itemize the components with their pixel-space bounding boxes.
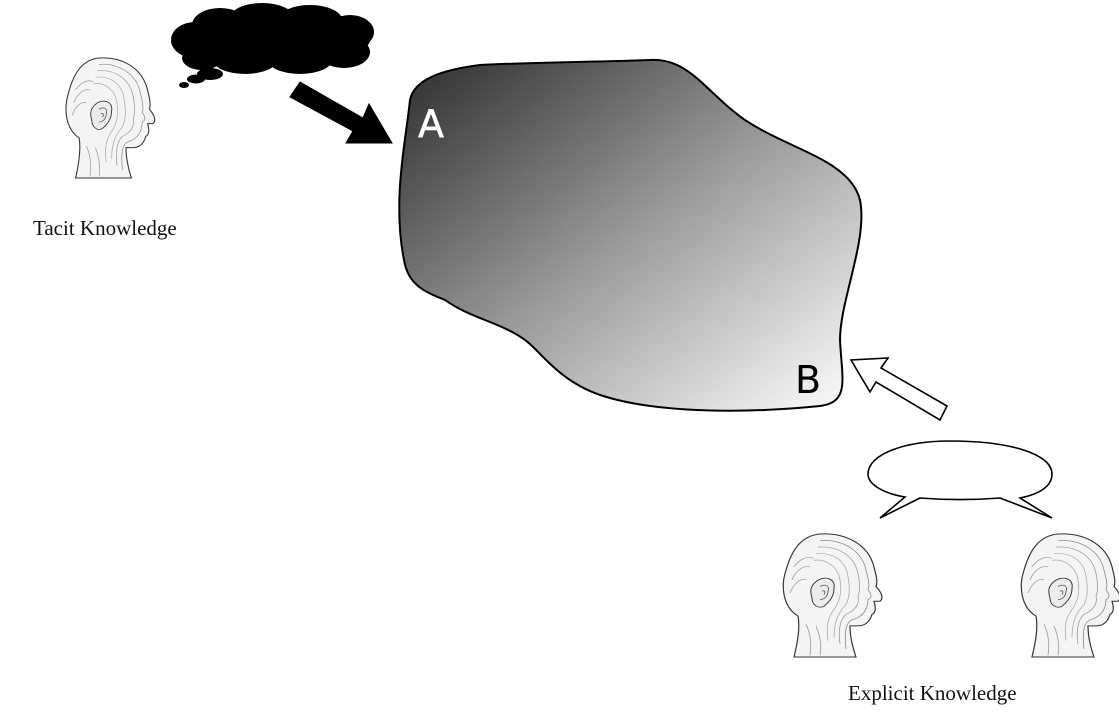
speech-bubble-icon — [868, 441, 1052, 518]
knowledge-blob — [399, 60, 861, 411]
right-speaker-head-icon — [1021, 534, 1119, 657]
tacit-transfer-arrow — [290, 82, 392, 143]
point-a-label: A — [418, 102, 444, 146]
tacit-knowledge-label: Tacit Knowledge — [33, 216, 177, 241]
explicit-transfer-arrow — [851, 358, 947, 420]
point-b-label: B — [795, 358, 821, 402]
left-speaker-head-icon — [783, 534, 882, 657]
thinking-head-icon — [66, 58, 155, 178]
explicit-knowledge-label: Explicit Knowledge — [848, 681, 1017, 706]
thought-cloud-icon — [171, 3, 374, 88]
